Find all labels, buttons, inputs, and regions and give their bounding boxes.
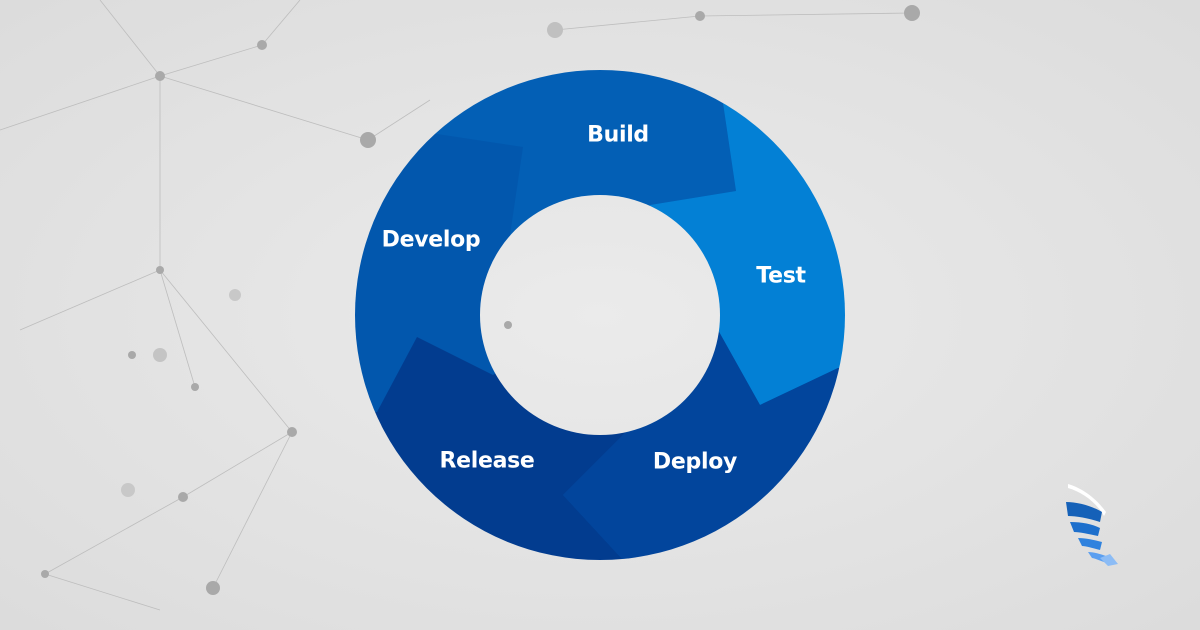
segment-deploy	[563, 315, 900, 630]
stage-label-build: Build	[587, 122, 649, 148]
segment-release	[300, 315, 625, 630]
stage-label-test: Test	[756, 263, 806, 289]
network-lines	[0, 0, 913, 611]
stage-label-deploy: Deploy	[652, 449, 738, 475]
stage-label-release: Release	[439, 448, 535, 474]
segment-build	[400, 40, 736, 315]
segment-test	[600, 40, 900, 405]
wing-logo-icon	[1066, 484, 1118, 566]
stage-label-develop: Develop	[381, 227, 481, 253]
